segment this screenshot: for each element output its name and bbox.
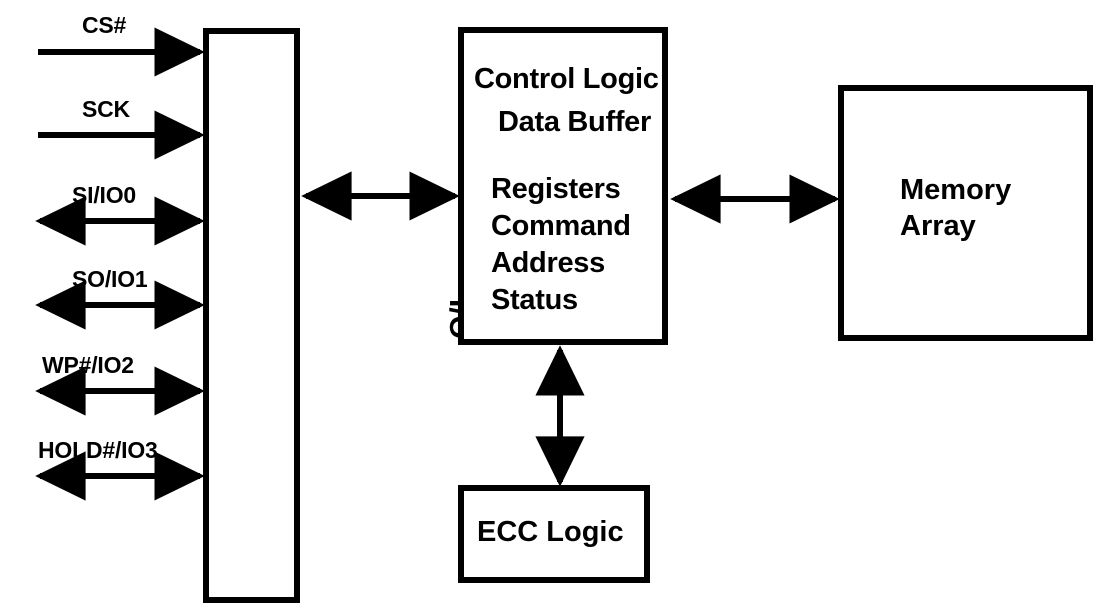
signal-label-cs: CS# (82, 12, 127, 38)
memory-array-line2: Array (900, 210, 976, 243)
address-label: Address (491, 247, 605, 279)
control-logic-block: Control Logic Data Buffer Registers Comm… (458, 27, 668, 345)
io-block: I/O (203, 28, 476, 603)
ecc-logic-label: ECC Logic (477, 516, 624, 548)
control-logic-title: Control Logic (474, 63, 659, 95)
signal-label-hold-io3: HOLD#/IO3 (38, 437, 158, 463)
registers-label: Registers (491, 173, 621, 205)
signal-label-so-io1: SO/IO1 (72, 266, 148, 292)
status-label: Status (491, 284, 578, 316)
data-buffer-label: Data Buffer (498, 106, 651, 138)
memory-array-block (838, 85, 1093, 341)
signal-label-sck: SCK (82, 96, 130, 122)
signal-label-si-io0: SI/IO0 (72, 182, 136, 208)
memory-array-label: Memory Array (900, 172, 1011, 245)
memory-array-line1: Memory (900, 174, 1012, 206)
ecc-logic-block (458, 485, 650, 583)
signal-label-wp-io2: WP#/IO2 (42, 352, 134, 378)
command-label: Command (491, 210, 631, 242)
